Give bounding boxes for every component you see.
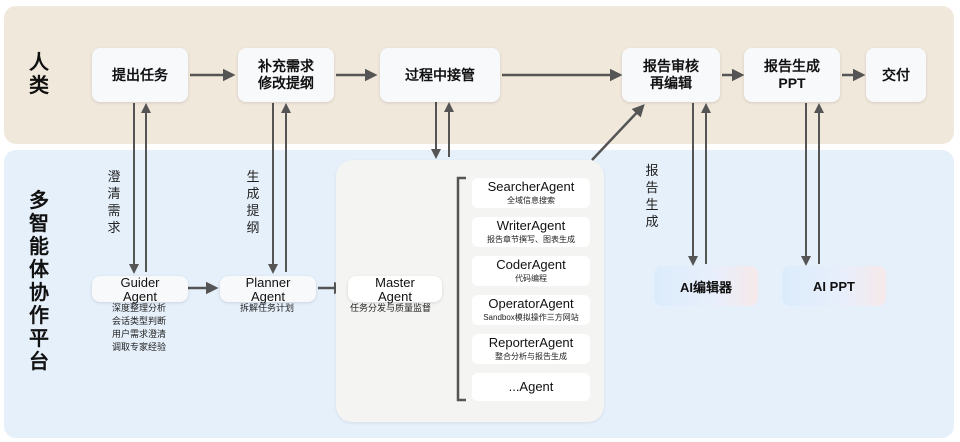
label-generate-outline: 生 成 提 纲 (246, 169, 260, 235)
sub-agent-coder: CoderAgent 代码编程 (472, 256, 590, 286)
human-lane-label: 人 类 (29, 52, 49, 97)
sub-agent-name: ...Agent (508, 379, 554, 394)
guider-agent-box: Guider Agent (92, 275, 188, 304)
planner-agent-duty: 拆解任务计划 (240, 303, 295, 313)
sub-agent-name: WriterAgent (496, 218, 566, 233)
arrow-master-to-review (591, 104, 645, 161)
step-propose-task: 提出任务 (92, 48, 188, 102)
ai-ppt-tool: AI PPT (782, 266, 886, 306)
step-takeover: 过程中接管 (380, 48, 500, 102)
step-refine-outline: 补充需求 修改提纲 (238, 48, 334, 102)
sub-agent-operator: OperatorAgent Sandbox模拟操作三方网站 (472, 295, 590, 325)
master-agent-name: Master Agent (375, 275, 415, 304)
sub-agent-writer: WriterAgent 报告章节撰写、图表生成 (472, 217, 590, 247)
master-agent-box: Master Agent (348, 275, 442, 304)
sub-agent-name: SearcherAgent (487, 179, 575, 194)
sub-agent-name: OperatorAgent (488, 296, 574, 311)
label-clarify-needs: 澄 清 需 求 (107, 169, 121, 235)
sub-agent-desc: 代码编程 (515, 274, 547, 283)
step-generate-ppt: 报告生成 PPT (744, 48, 840, 102)
sub-agent-searcher: SearcherAgent 全域信息搜索 (472, 178, 590, 208)
guider-agent-name: Guider Agent (120, 275, 160, 304)
planner-agent-name: Planner Agent (245, 275, 291, 304)
step-review-edit: 报告审核 再编辑 (622, 48, 720, 102)
sub-agent-desc: 整合分析与报告生成 (495, 352, 567, 361)
ai-editor-tool: AI编辑器 (654, 266, 758, 306)
sub-agent-desc: Sandbox模拟操作三方网站 (483, 313, 579, 322)
agent-lane-label: 多 智 能 体 协 作 平 台 (29, 190, 49, 373)
sub-agent-bracket (456, 176, 466, 402)
sub-agent-desc: 报告章节撰写、图表生成 (487, 235, 575, 244)
guider-agent-duties: 深度整理分析 会话类型判断 用户需求澄清 调取专家经验 (112, 303, 167, 352)
sub-agent-name: CoderAgent (496, 257, 566, 272)
master-agent-duty: 任务分发与质量监督 (350, 303, 432, 313)
planner-agent-box: Planner Agent (220, 275, 316, 304)
label-report-generation: 报 告 生 成 (645, 163, 659, 229)
sub-agent-reporter: ReporterAgent 整合分析与报告生成 (472, 334, 590, 364)
sub-agent-name: ReporterAgent (488, 335, 574, 350)
step-deliver: 交付 (866, 48, 926, 102)
sub-agent-desc: 全域信息搜索 (507, 196, 555, 205)
sub-agent-more: ...Agent (472, 373, 590, 401)
